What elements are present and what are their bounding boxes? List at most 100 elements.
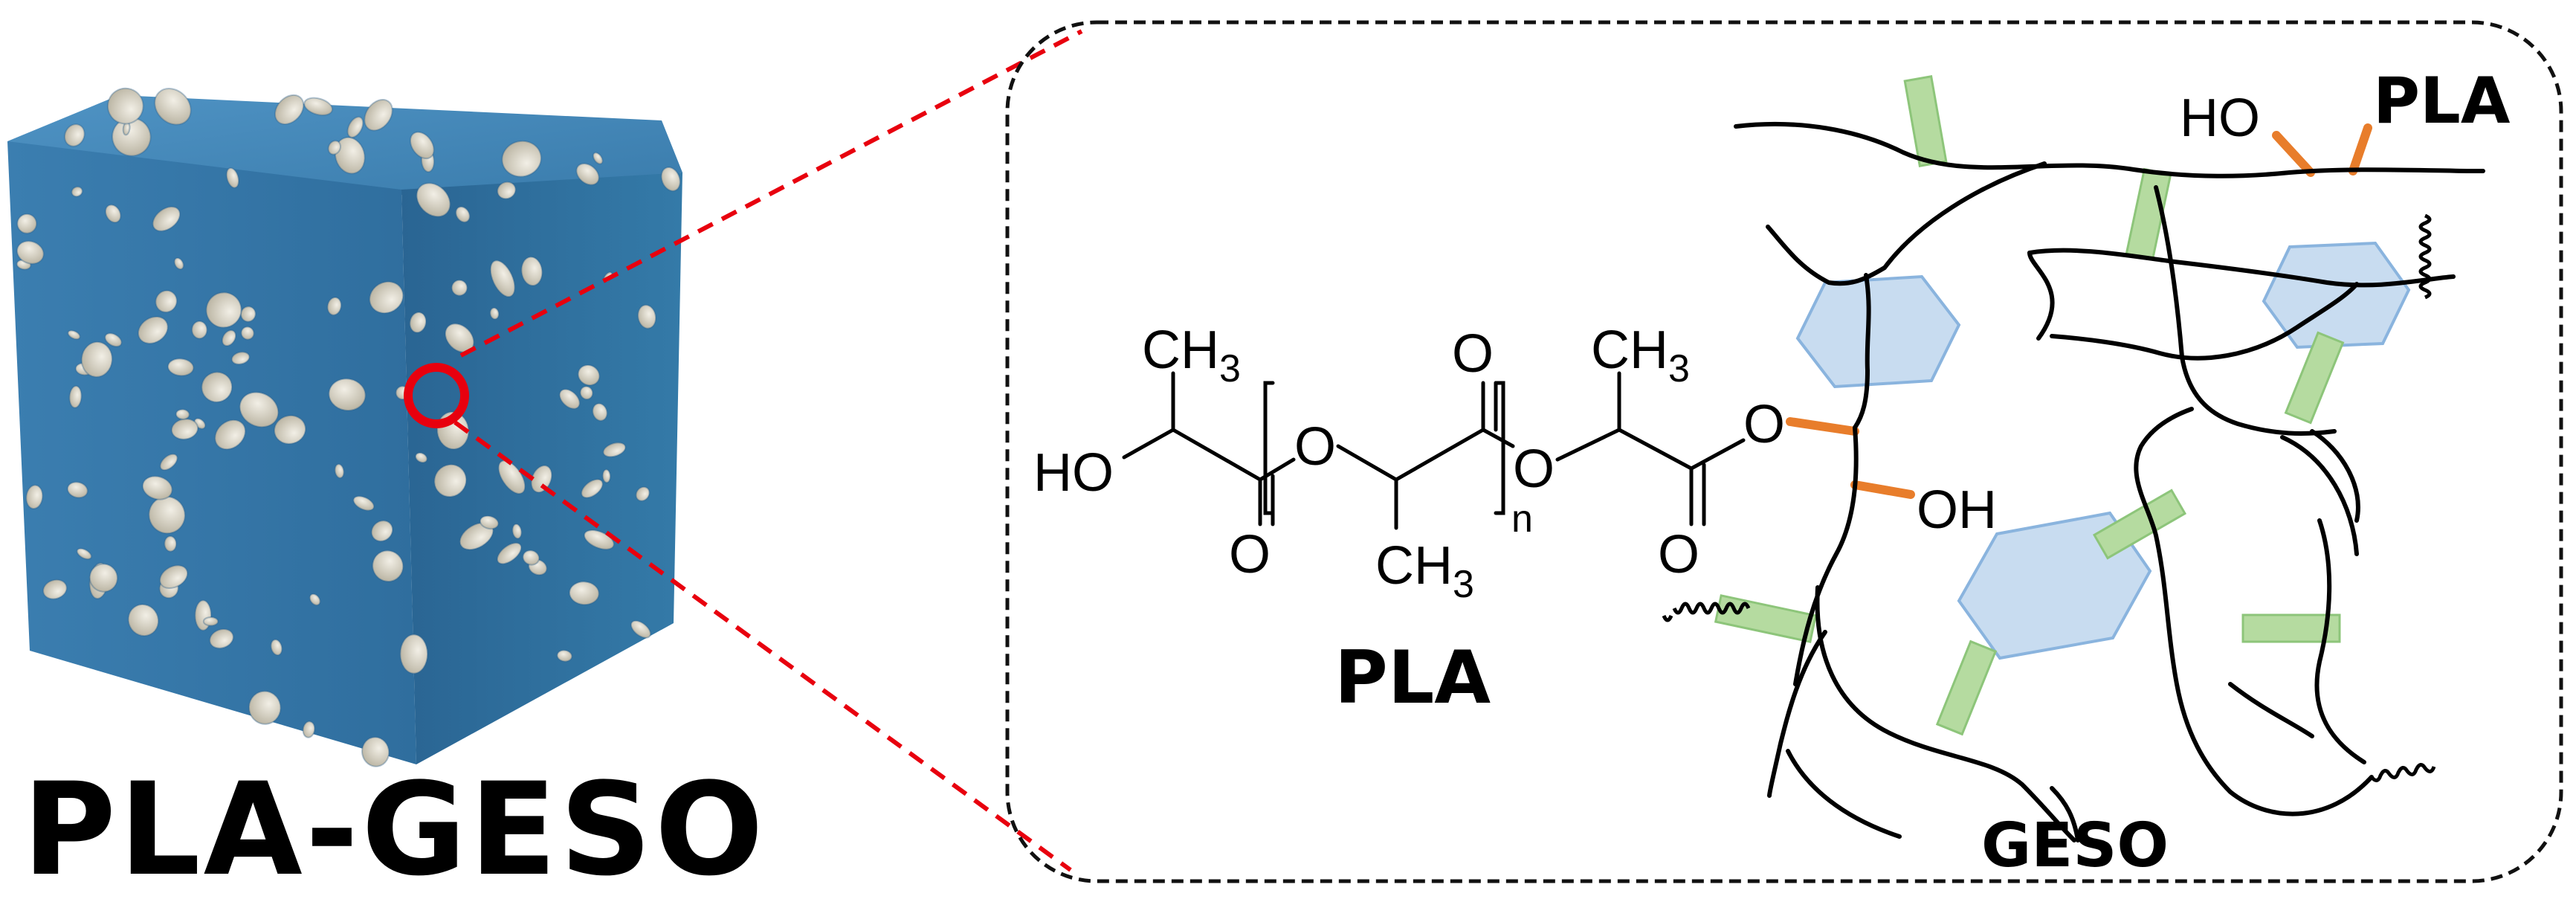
pla-atom-labels: CH3 HO O O CH3 O n O CH3 O O OH HO [1033,88,2260,606]
geso-chain [2228,682,2314,738]
geso-chain [2050,786,2080,842]
particle [635,486,651,502]
particle [327,140,342,155]
particle [154,88,192,126]
particle [201,371,233,403]
material-label: PLA-GESO [22,755,766,899]
particle [370,520,394,542]
particle [489,307,500,320]
highlight-circle [404,363,469,428]
particle [415,452,428,463]
particle [592,402,608,422]
particle [399,634,428,674]
particle [107,87,144,125]
crosslink [2092,489,2187,560]
particle [67,329,81,341]
geso-network [1662,75,2485,842]
particle [221,329,237,347]
particle [191,320,208,340]
particle [409,312,427,334]
svg-text:O: O [1294,417,1336,477]
ester-link [1850,480,1915,499]
svg-text:HO: HO [1033,443,1114,503]
particle [569,581,600,606]
particle [361,736,390,767]
particle [225,167,240,189]
zoom-line-bottom [453,420,1072,872]
particle [409,131,435,160]
particle [556,649,573,663]
particle [602,442,627,458]
particle [326,297,342,316]
svg-text:O: O [1513,439,1555,499]
particle [159,564,189,590]
particle [209,628,234,649]
geso-chain [2027,248,2456,288]
chain-end-squiggle [2370,763,2436,782]
particle [205,291,242,329]
particle [334,463,345,479]
particle [175,408,190,420]
geso-chain [1793,425,1859,686]
particle [42,579,68,600]
svg-text:O: O [1658,525,1699,584]
glycerol-ring [2262,241,2411,349]
particle [489,260,516,298]
geso-chain [2027,251,2055,341]
particle [558,388,581,410]
chain-end-squiggle [1672,602,1751,615]
dispersed-particles [16,87,681,767]
particle [240,326,255,341]
particle [240,306,256,323]
ester-link [2349,123,2372,175]
particle [451,279,468,297]
particle [137,315,169,344]
svg-text:O: O [1743,395,1785,454]
geso-chain [1815,585,2076,842]
particle [352,495,375,512]
particle [16,213,38,234]
particle [164,535,178,552]
particle [581,478,604,499]
particle [334,136,366,175]
ester-link [1786,417,1859,436]
particle [346,116,364,138]
svg-text:HO: HO [2180,88,2260,148]
pla-corner-label: PLA [2373,64,2511,138]
particle [159,453,178,471]
particle [601,468,611,483]
particle [520,256,543,287]
ester-link [2272,131,2315,177]
particle [25,484,44,510]
pla-structure [1122,371,1746,530]
geso-chain [1786,749,1902,839]
particle [155,289,178,313]
detail-box [1005,20,2563,883]
particle [230,351,251,365]
composite-cube [7,87,682,767]
geso-chain [1766,161,2047,286]
particle [302,721,316,738]
particle [274,94,305,125]
particle [141,475,173,500]
particle [579,385,594,400]
particle [71,186,83,198]
geso-chain [2154,185,2337,436]
particle [530,465,553,494]
chain-end-squiggle [1662,614,1673,622]
geso-chain [2280,435,2359,556]
particle [501,140,542,178]
particle [112,117,152,157]
geso-chain [1734,121,2485,178]
crosslink [2241,613,2341,643]
particle [104,204,122,224]
crosslink [1903,75,1948,167]
particle [303,97,333,116]
particle [239,391,280,428]
svg-text:O: O [1452,324,1494,384]
zoom-line-top [459,29,1083,358]
svg-text:n: n [1511,497,1533,541]
particle [511,523,523,540]
chain-end-squiggle [2418,213,2432,300]
particle [104,332,123,347]
